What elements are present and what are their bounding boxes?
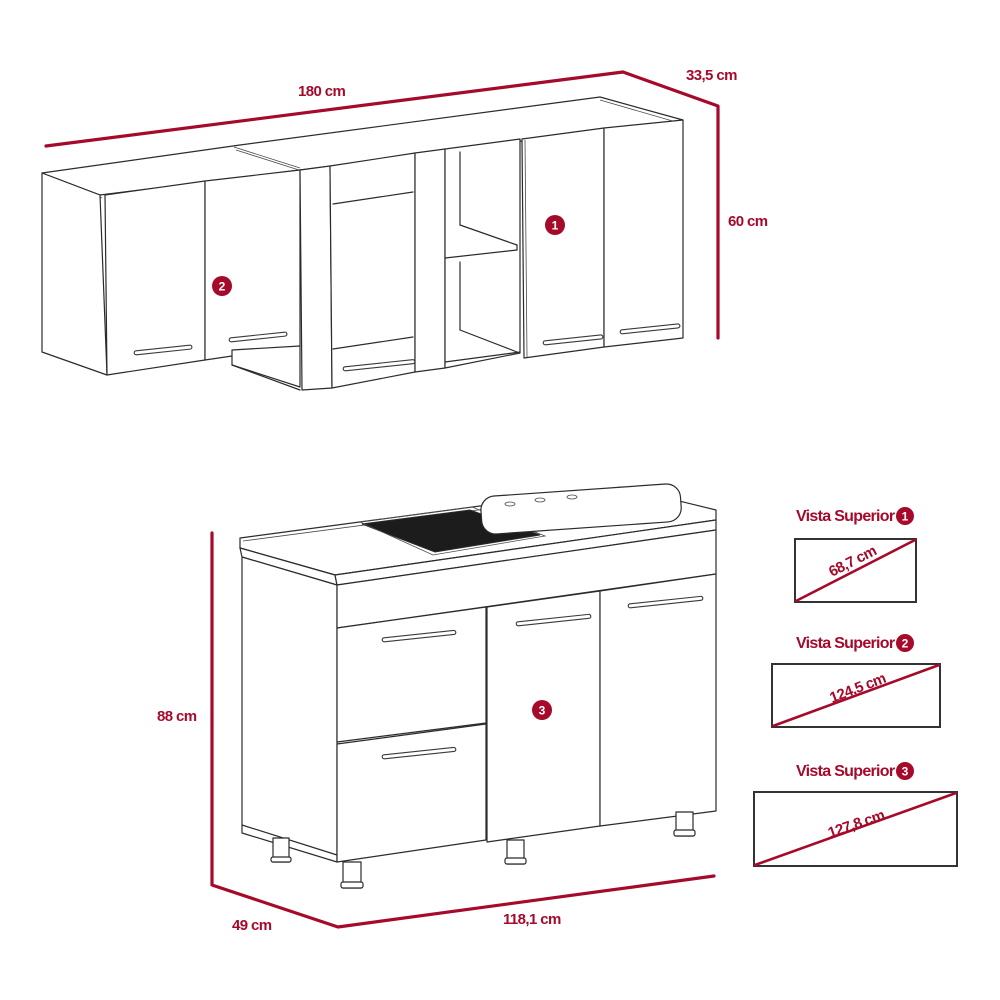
upper-recess-panel: [231, 345, 301, 388]
upper-dimension-lines: 180 cm 33,5 cm 60 cm: [44, 67, 768, 340]
upper-height-label: 60 cm: [728, 213, 768, 230]
upper-door-right[interactable]: [603, 119, 684, 348]
lower-dimension-line: [210, 531, 716, 929]
upper-center-divider-2: [414, 148, 446, 373]
svg-text:2: 2: [902, 637, 909, 651]
svg-text:1: 1: [552, 219, 559, 233]
top-view-3-title: Vista Superior: [796, 763, 895, 780]
svg-text:1: 1: [902, 510, 909, 524]
svg-text:3: 3: [902, 765, 909, 779]
top-view-2-title: Vista Superior: [796, 635, 895, 652]
top-view-2: Vista Superior 2 124,5 cm: [771, 634, 941, 728]
sink-basin: [480, 483, 682, 535]
upper-width-label: 180 cm: [298, 83, 346, 100]
upper-door-center[interactable]: [329, 152, 416, 389]
upper-cabinet: 1 2: [41, 96, 684, 391]
lower-cabinet: 3: [239, 483, 717, 889]
upper-door-module-1[interactable]: [521, 127, 605, 359]
lower-legs: [270, 811, 696, 889]
lower-dimension-lines: 88 cm 49 cm 118,1 cm: [157, 531, 716, 934]
upper-handles: [133, 323, 681, 372]
lower-height-label: 88 cm: [157, 708, 197, 725]
top-view-1: Vista Superior 1 68,7 cm: [794, 507, 917, 603]
top-view-1-title: Vista Superior: [796, 508, 895, 525]
lower-left-side-panel: [241, 556, 338, 863]
svg-text:2: 2: [219, 280, 226, 294]
drawer-top[interactable]: [336, 606, 487, 743]
lower-depth-label: 49 cm: [232, 917, 272, 934]
upper-depth-label: 33,5 cm: [686, 67, 737, 84]
upper-dimension-line: [44, 70, 720, 340]
lower-width-label: 118,1 cm: [503, 911, 561, 928]
badge-module-2: 2: [212, 276, 232, 296]
upper-center-divider: [299, 165, 333, 391]
upper-left-side-panel: [41, 172, 108, 376]
lower-handles: [381, 595, 704, 760]
lower-door-right[interactable]: [599, 573, 717, 827]
badge-module-1: 1: [545, 215, 565, 235]
badge-module-3: 3: [532, 700, 552, 720]
top-view-3: Vista Superior 3 127,8 cm: [753, 762, 958, 867]
drawer-bottom[interactable]: [336, 723, 487, 863]
svg-text:3: 3: [539, 704, 546, 718]
upper-door-module-2[interactable]: [204, 169, 301, 361]
